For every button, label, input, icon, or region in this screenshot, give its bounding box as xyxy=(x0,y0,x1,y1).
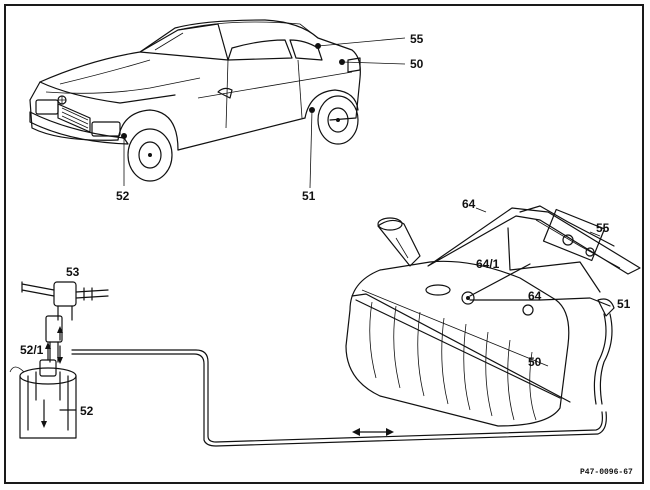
charcoal-canister-assembly xyxy=(9,281,607,447)
diagram-frame xyxy=(4,4,644,484)
label-55-tank: 55 xyxy=(596,221,610,235)
label-50: 50 xyxy=(410,57,424,71)
double-arrow-icon xyxy=(352,428,394,436)
label-64-top: 64 xyxy=(462,197,476,211)
label-55: 55 xyxy=(410,32,424,46)
label-64-mid: 64 xyxy=(528,289,542,303)
label-53: 53 xyxy=(66,265,80,279)
callout-labels: 55 50 52 51 64 55 64/1 64 51 50 53 52/1 … xyxy=(20,32,633,477)
car-illustration xyxy=(29,19,406,189)
label-52: 52 xyxy=(116,189,130,203)
label-52-canister: 52 xyxy=(80,404,94,418)
drawing-code: P47-0096-67 xyxy=(580,468,633,477)
label-52-1: 52/1 xyxy=(20,343,44,357)
label-51-tank: 51 xyxy=(617,297,631,311)
fuel-tank-assembly xyxy=(345,205,641,427)
label-50-tank: 50 xyxy=(528,355,542,369)
label-64-1: 64/1 xyxy=(476,257,500,271)
label-51: 51 xyxy=(302,189,316,203)
